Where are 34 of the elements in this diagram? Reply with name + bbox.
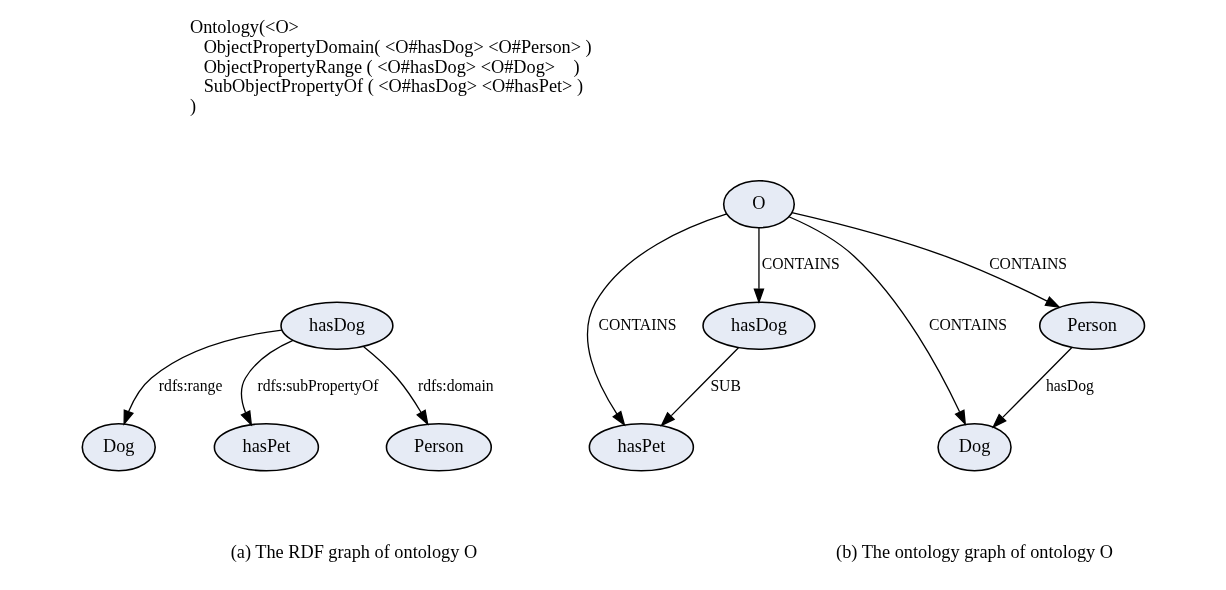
arrow bbox=[991, 347, 1072, 429]
label: SubObjectPropertyOf ( <O#hasDog> <O#hasPet> ) bbox=[203, 76, 583, 97]
node-ellipse: Person bbox=[1038, 301, 1145, 350]
arrow bbox=[122, 329, 282, 426]
edge-label: CONTAINS bbox=[761, 255, 840, 272]
label: ObjectPropertyRange ( <O#hasDog> <O#Dog> ) bbox=[203, 56, 579, 77]
label: (b) The ontology graph of ontology O bbox=[835, 541, 1113, 562]
edge-label: CONTAINS bbox=[928, 315, 1007, 333]
label: Ontology(<O> bbox=[189, 17, 299, 38]
node-ellipse: O bbox=[722, 179, 795, 229]
edge-label: CONTAINS bbox=[988, 255, 1067, 272]
arrow bbox=[659, 347, 739, 427]
edge-label: rdfs:domain bbox=[417, 376, 494, 394]
edge-label: rdfs:range bbox=[158, 376, 222, 394]
edge-label: rdfs:subPropertyOf bbox=[257, 376, 378, 394]
node-ellipse: hasPet bbox=[588, 422, 694, 472]
node-ellipse: Person bbox=[385, 422, 492, 472]
label: ) bbox=[189, 95, 196, 116]
arrow bbox=[787, 216, 966, 426]
edge-label: hasDog bbox=[1045, 376, 1094, 394]
node-ellipse: Dog bbox=[936, 422, 1012, 472]
node-ellipse: Dog bbox=[81, 422, 156, 472]
node-ellipse: hasPet bbox=[213, 422, 319, 472]
node-ellipse: hasDog bbox=[701, 301, 816, 350]
edge-label: CONTAINS bbox=[598, 315, 676, 333]
arrow bbox=[752, 227, 764, 305]
node-ellipse: hasDog bbox=[279, 301, 394, 350]
arrow bbox=[586, 213, 727, 427]
edge-label: SUB bbox=[709, 376, 741, 394]
arrow bbox=[362, 346, 429, 426]
label: ObjectPropertyDomain( <O#hasDog> <O#Person> ) bbox=[203, 36, 592, 57]
label: (a) The RDF graph of ontology O bbox=[230, 541, 477, 562]
arrow bbox=[790, 212, 1061, 308]
arrow bbox=[239, 339, 294, 427]
